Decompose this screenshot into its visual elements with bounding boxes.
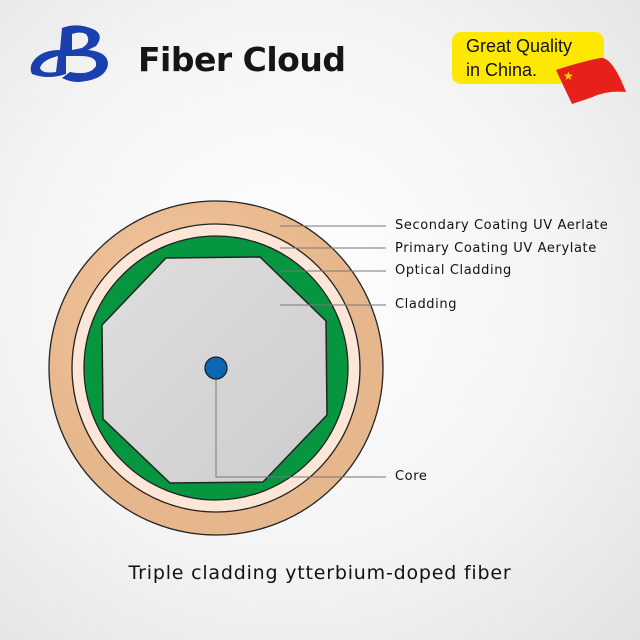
svg-text:★: ★	[563, 69, 574, 83]
label-optical-cladding: Optical Cladding	[395, 263, 512, 278]
caption: Triple cladding ytterbium-doped fiber	[128, 562, 512, 584]
badge-line-1: Great Quality	[466, 36, 573, 56]
china-flag-icon: ★	[556, 57, 626, 104]
badge-line-2: in China.	[466, 60, 538, 80]
label-secondary-coating: Secondary Coating UV Aerlate	[395, 218, 609, 233]
label-cladding: Cladding	[395, 297, 458, 312]
logo-mark	[30, 25, 109, 82]
brand-name: Fiber Cloud	[138, 40, 346, 79]
label-core: Core	[395, 469, 428, 484]
leader-lines	[215, 225, 386, 478]
core	[204, 356, 228, 380]
label-primary-coating: Primary Coating UV Aerylate	[395, 241, 597, 256]
